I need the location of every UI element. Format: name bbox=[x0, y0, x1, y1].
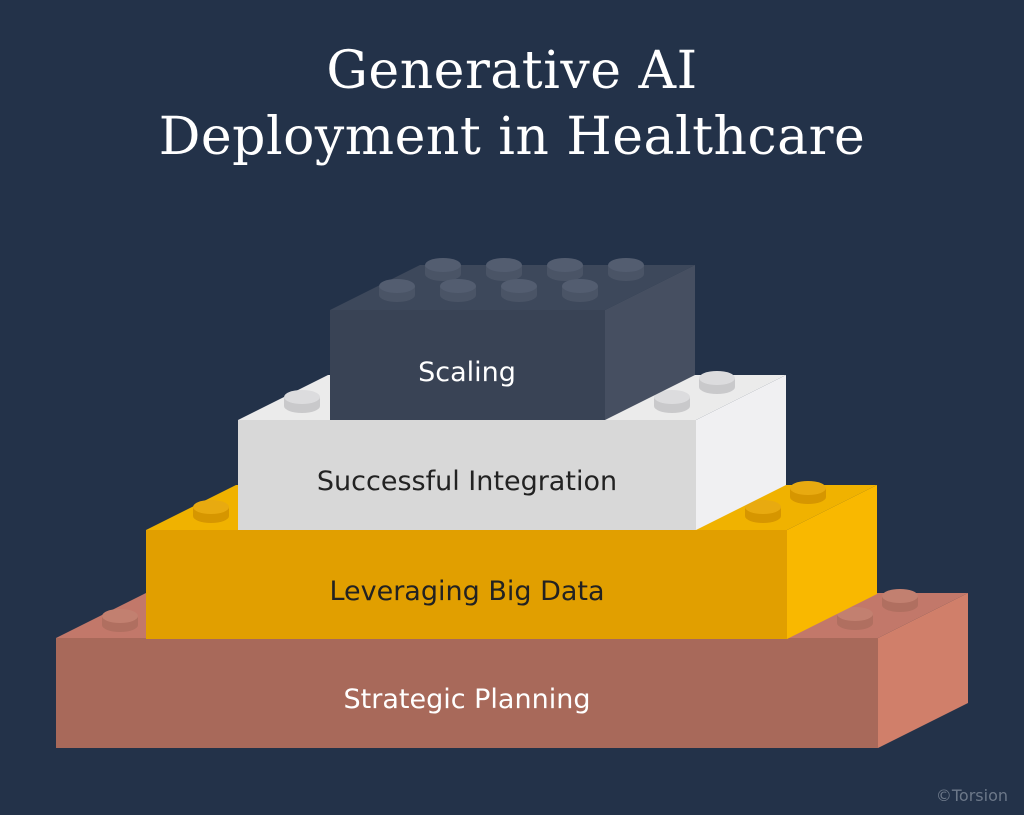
layer-side-face bbox=[696, 375, 786, 530]
layer-label: Strategic Planning bbox=[344, 684, 591, 715]
brick-stud bbox=[501, 279, 537, 302]
brick-stud bbox=[193, 500, 229, 523]
brick-stud bbox=[440, 279, 476, 302]
title-line-2: Deployment in Healthcare bbox=[158, 107, 866, 167]
brick-stud bbox=[699, 371, 735, 394]
stud-group bbox=[102, 589, 918, 632]
layer-front-face bbox=[330, 310, 605, 420]
layer-label: Successful Integration bbox=[317, 466, 617, 497]
diagram-title: Generative AI Deployment in Healthcare bbox=[0, 38, 1024, 170]
layer-label: Leveraging Big Data bbox=[329, 576, 604, 607]
layer-label: Scaling bbox=[418, 357, 516, 388]
brick-stud bbox=[486, 258, 522, 281]
brick-stud bbox=[654, 390, 690, 413]
layer-side-face bbox=[878, 593, 968, 748]
layer-front-face bbox=[238, 420, 696, 530]
brick-stud bbox=[608, 258, 644, 281]
stud-group bbox=[379, 258, 644, 302]
brick-stud bbox=[284, 390, 320, 413]
brick-stud bbox=[745, 500, 781, 523]
brick-stud bbox=[837, 607, 873, 630]
brick-stud bbox=[379, 279, 415, 302]
layer-side-face bbox=[787, 485, 877, 639]
brick-stud bbox=[425, 258, 461, 281]
layer-front-face bbox=[56, 638, 878, 748]
brick-stud bbox=[102, 609, 138, 632]
watermark: ©Torsion bbox=[935, 786, 1008, 805]
title-line-1: Generative AI bbox=[326, 41, 698, 101]
stud-group bbox=[284, 371, 735, 413]
brick-stud bbox=[562, 279, 598, 302]
layer-side-face bbox=[605, 265, 695, 420]
brick-stud bbox=[790, 481, 826, 504]
brick-stud bbox=[547, 258, 583, 281]
stud-group bbox=[193, 481, 826, 523]
layer-scaling: Scaling bbox=[330, 258, 695, 420]
brick-stud bbox=[882, 589, 918, 612]
layer-front-face bbox=[146, 530, 787, 639]
